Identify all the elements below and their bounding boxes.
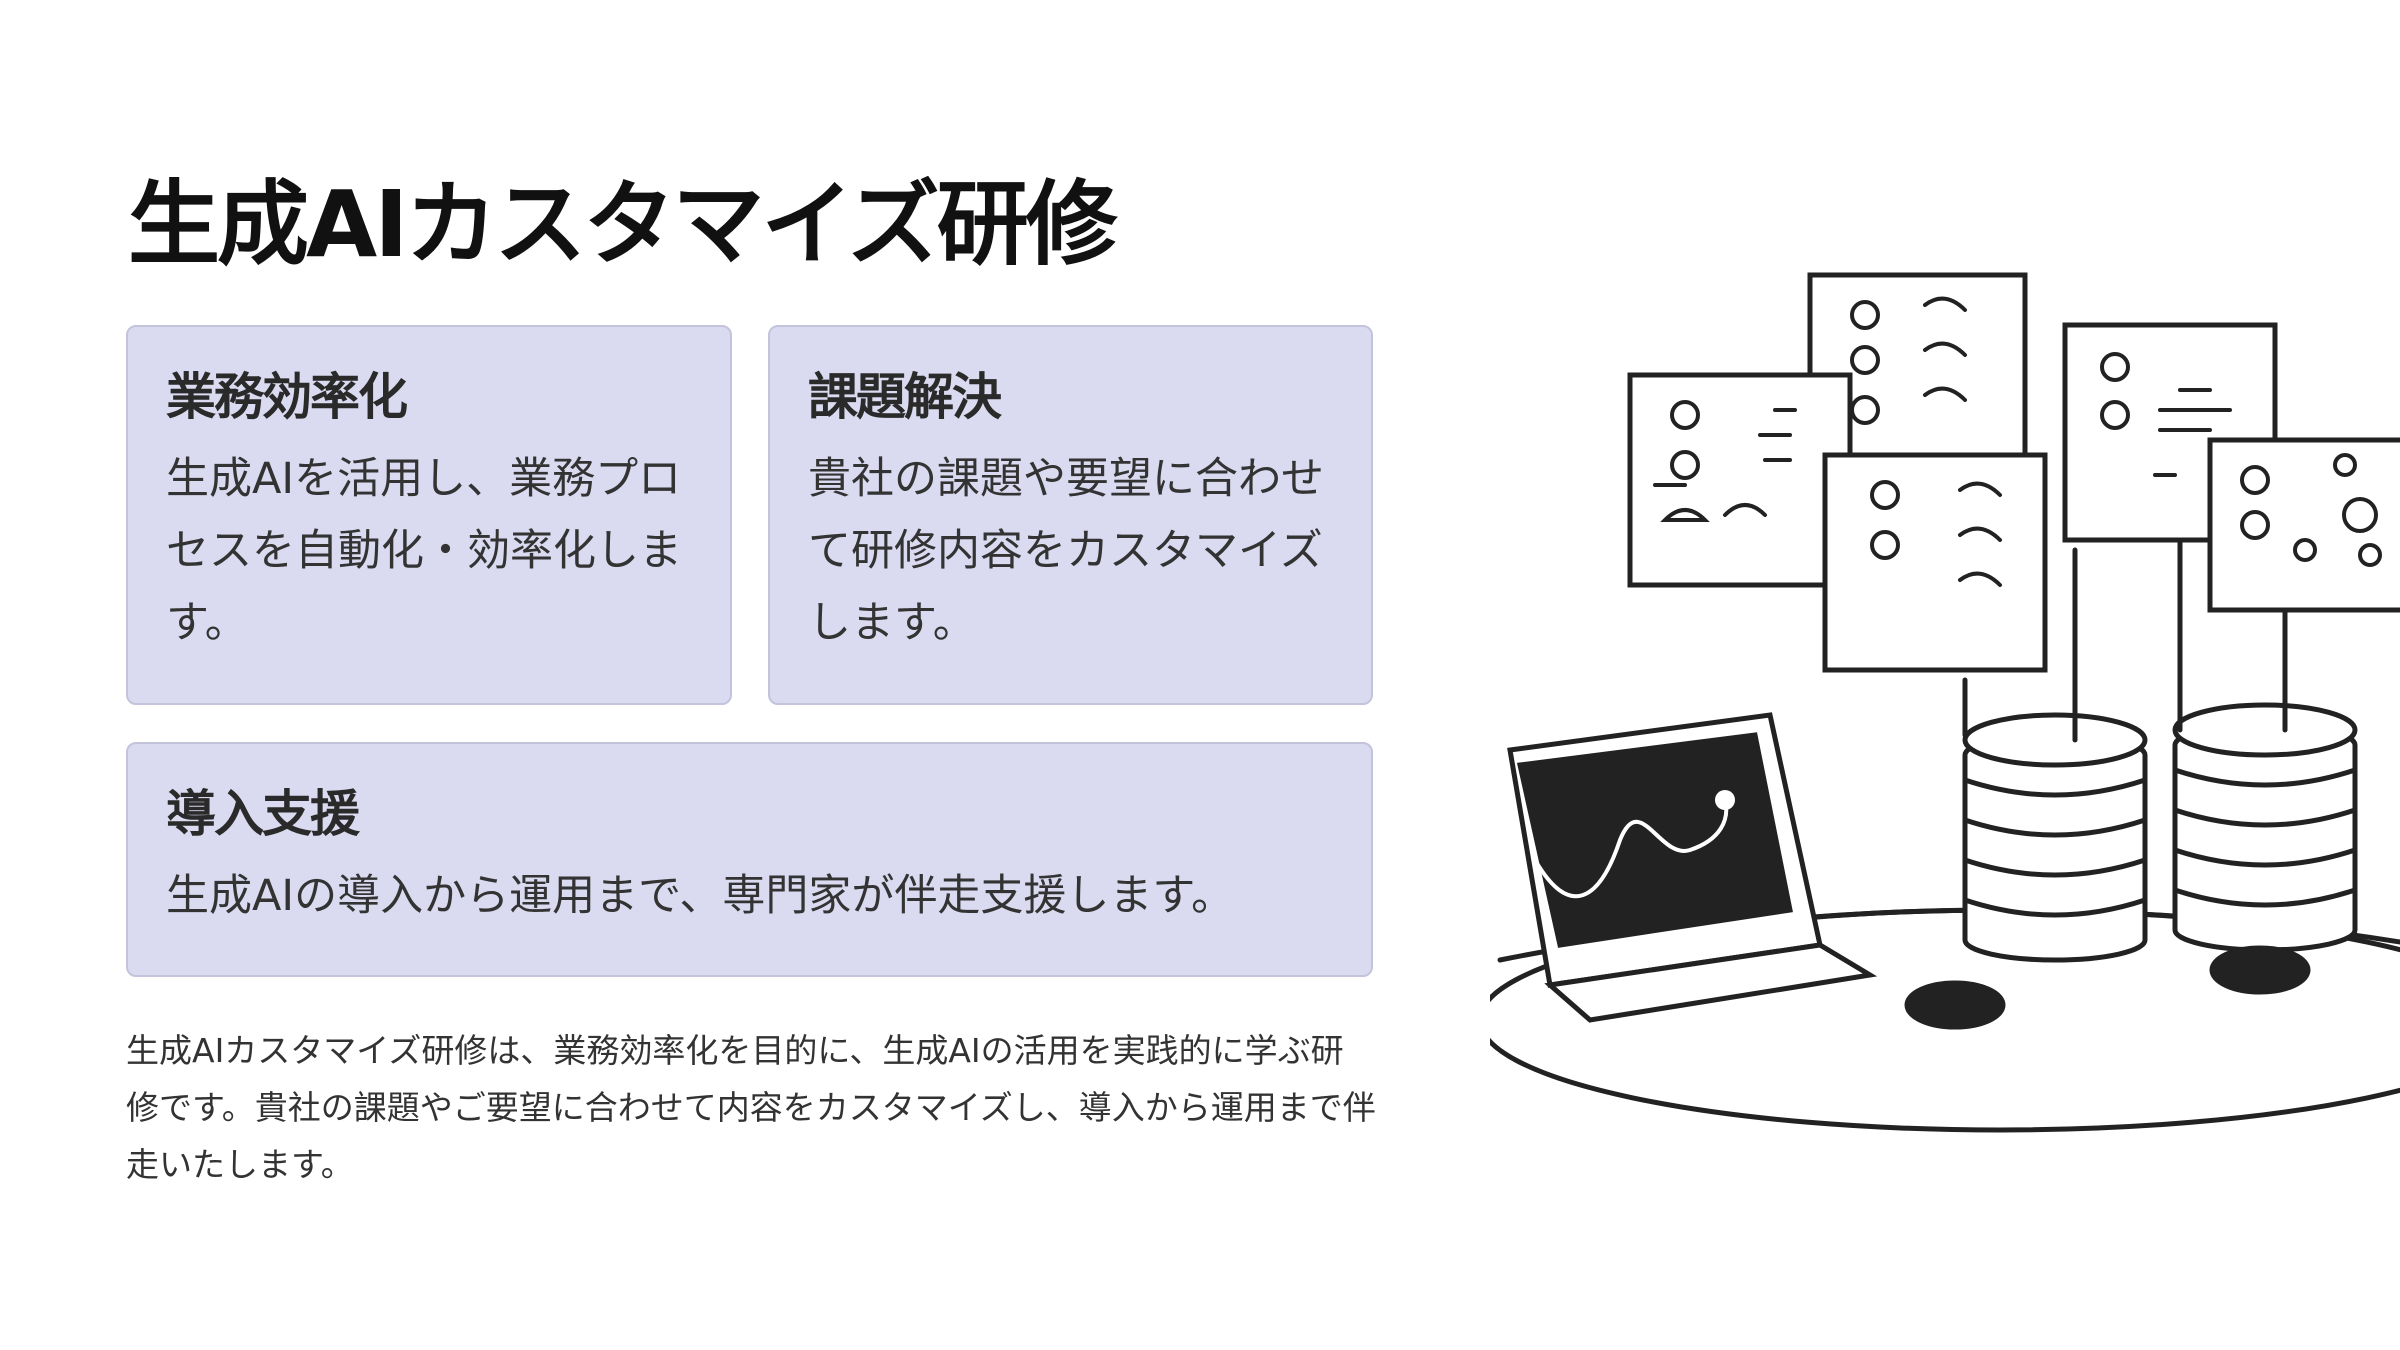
card-body: 貴社の課題や要望に合わせて研修内容をカスタマイズします。 bbox=[808, 454, 1324, 648]
database-icon bbox=[2172, 702, 2358, 953]
card-body: 生成AIの導入から運用まで、専門家が伴走支援します。 bbox=[166, 871, 1235, 921]
card-heading: 導入支援 bbox=[166, 785, 360, 843]
feature-card-efficiency: 業務効率化 生成AIを活用し、業務プロセスを自動化・効率化します。 bbox=[126, 325, 732, 705]
card-body: 生成AIを活用し、業務プロセスを自動化・効率化します。 bbox=[166, 454, 682, 648]
ai-data-platform-illustration-icon bbox=[1490, 272, 2400, 1133]
description-text: 生成AIカスタマイズ研修は、業務効率化を目的に、生成AIの活用を実践的に学ぶ研修… bbox=[126, 1031, 1376, 1184]
database-icon bbox=[1962, 712, 2148, 963]
feature-card-implementation-support: 導入支援 生成AIの導入から運用まで、専門家が伴走支援します。 bbox=[126, 742, 1373, 977]
document-card-icon bbox=[1627, 272, 2400, 673]
laptop-icon bbox=[1507, 712, 1878, 1023]
page-title: 生成AIカスタマイズ研修 bbox=[128, 171, 1118, 278]
card-heading: 課題解決 bbox=[808, 368, 1002, 426]
card-heading: 業務効率化 bbox=[166, 368, 408, 426]
feature-card-problem-solving: 課題解決 貴社の課題や要望に合わせて研修内容をカスタマイズします。 bbox=[768, 325, 1373, 705]
